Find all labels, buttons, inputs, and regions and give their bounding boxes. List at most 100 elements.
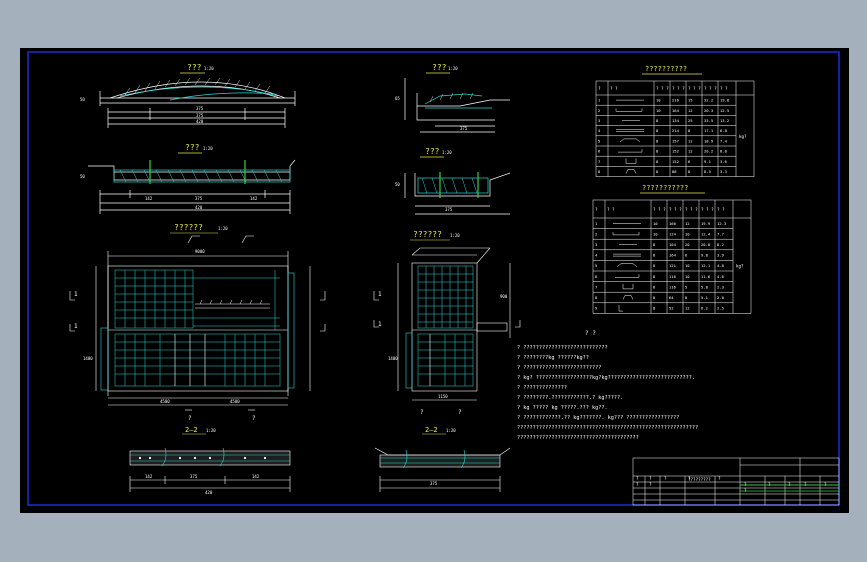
table-cell: 8 [653, 242, 656, 247]
cut-mark: ? [458, 409, 462, 416]
table-cell: 134 [672, 118, 680, 123]
table-cell: 4 [598, 128, 601, 133]
view-title: ??? [432, 63, 447, 72]
view-title: ?????? [174, 223, 203, 232]
table-cell: 5.1 [701, 295, 709, 300]
table-cell: 116 [669, 284, 677, 289]
view-scale: 1:20 [206, 428, 216, 433]
table-cell: 25 [688, 118, 693, 123]
table-header: ? ? ? [685, 207, 698, 212]
table-cell: 88 [672, 169, 677, 174]
table-cell: 8 [656, 128, 659, 133]
table-outline [592, 199, 752, 314]
view-mid-left-section: ??? 1:20 50 142 375 142 420 [80, 143, 296, 214]
title-block-cell: ? [718, 476, 721, 481]
svg-text:375: 375 [190, 474, 198, 479]
svg-text:142: 142 [250, 196, 258, 201]
svg-text:375: 375 [196, 106, 204, 111]
cut-mark: 1 [74, 291, 78, 298]
rebar-shape [622, 283, 634, 290]
view-title: ??? [187, 63, 202, 72]
table-cell: 8 [653, 263, 656, 268]
table-cell: 214 [672, 128, 680, 133]
table-cell: 8 [598, 169, 601, 174]
table-cell: 8 [688, 128, 691, 133]
title-block-cell: ? [664, 476, 667, 481]
svg-text:1400: 1400 [83, 356, 93, 361]
table-header: ? [598, 86, 601, 91]
table-cell: 8 [656, 138, 659, 143]
note-line: ? kg ????? kg ?????.??? kg??. [517, 405, 608, 411]
title-block-cell: ? [824, 482, 827, 487]
rebar-shape [616, 263, 638, 267]
table-cell: 8 [653, 274, 656, 279]
rebar-shape [618, 149, 643, 153]
svg-text:1150: 1150 [438, 394, 448, 399]
table-cell: 10 [653, 231, 658, 236]
title-block-cell: ? [636, 476, 639, 481]
table-header: ? [595, 207, 598, 212]
title-block-cell: ? [788, 482, 791, 487]
cut-mark: 1 [378, 321, 382, 328]
table-header: ? ? ? [704, 86, 717, 91]
table-header: ? ? [610, 86, 618, 91]
rebar-shape [616, 129, 644, 132]
table-cell: 121 [669, 263, 677, 268]
table-cell: 164 [672, 108, 680, 113]
rebar-shape [619, 138, 641, 143]
table-cell: 4 [595, 253, 598, 258]
cut-mark: 1 [74, 323, 78, 330]
table-cell: 33.5 [704, 118, 713, 123]
table-cell: 10 [685, 263, 690, 268]
rebar-table-2: ??????????? ?? ?? ? ?? ? ?? ? ?? ? ?? ?1… [592, 184, 752, 314]
svg-text:50: 50 [80, 97, 85, 102]
svg-text:9000: 9000 [195, 249, 205, 254]
table-cell: 9.1 [704, 159, 712, 164]
table-cell: 1 [595, 221, 598, 226]
table-cell: 12.3 [717, 221, 726, 226]
table-cell: 2.3 [717, 284, 724, 289]
table-cell: 12.1 [701, 263, 711, 268]
view-section-left: 2—2 1:20 142 375 142 420 [129, 426, 291, 495]
table-cell: 5 [685, 284, 687, 289]
title-block-cell: ? [649, 476, 652, 481]
table-cell: 5.8 [701, 284, 709, 289]
note-line: ? ????????.????????????.? kg?????. [517, 395, 623, 401]
view-title: ??? [425, 147, 440, 156]
table-cell: 124 [669, 231, 677, 236]
general-notes: ? ? ? ???????????????????????????? ?????… [517, 330, 698, 441]
table-cell: 19.9 [701, 221, 711, 226]
view-title: ??? [185, 143, 200, 152]
table-cell: 20 [685, 242, 690, 247]
table-cell: 8.5 [704, 169, 711, 174]
table-header: ? ? ? [701, 207, 714, 212]
table-cell: 13.2 [720, 118, 729, 123]
svg-text:420: 420 [196, 119, 204, 124]
svg-text:375: 375 [460, 126, 468, 131]
table-cell: 12 [688, 138, 693, 143]
table-cell: 4.6 [717, 274, 725, 279]
rebar-shape [625, 158, 637, 164]
svg-text:142: 142 [145, 196, 153, 201]
svg-text:4500: 4500 [230, 399, 240, 404]
table-header: ? ? ? [656, 86, 669, 91]
svg-text:50: 50 [395, 182, 400, 187]
table-cell: 7 [595, 284, 597, 289]
svg-text:420: 420 [205, 490, 213, 495]
drawing-border [27, 51, 840, 506]
rebar-shape [625, 169, 637, 174]
table-cell: 2.0 [717, 295, 725, 300]
table-cell: 12 [685, 221, 690, 226]
table-note: kg? [736, 264, 744, 269]
note-line: ? ????????kg ??????kg?? [517, 355, 589, 361]
rebar-shape [612, 231, 640, 236]
table-header: ? ? ? [669, 207, 682, 212]
table-cell: 152 [672, 149, 679, 154]
svg-text:142: 142 [145, 474, 153, 479]
table-header: ? ? ? [653, 207, 666, 212]
table-cell: 8.2 [717, 242, 724, 247]
table-cell: 216 [672, 98, 680, 103]
view-top-left-elevation: ??? 1:20 50 375 375 420 [80, 63, 296, 128]
table-cell: 116 [669, 274, 677, 279]
table-cell: 10 [656, 108, 661, 113]
